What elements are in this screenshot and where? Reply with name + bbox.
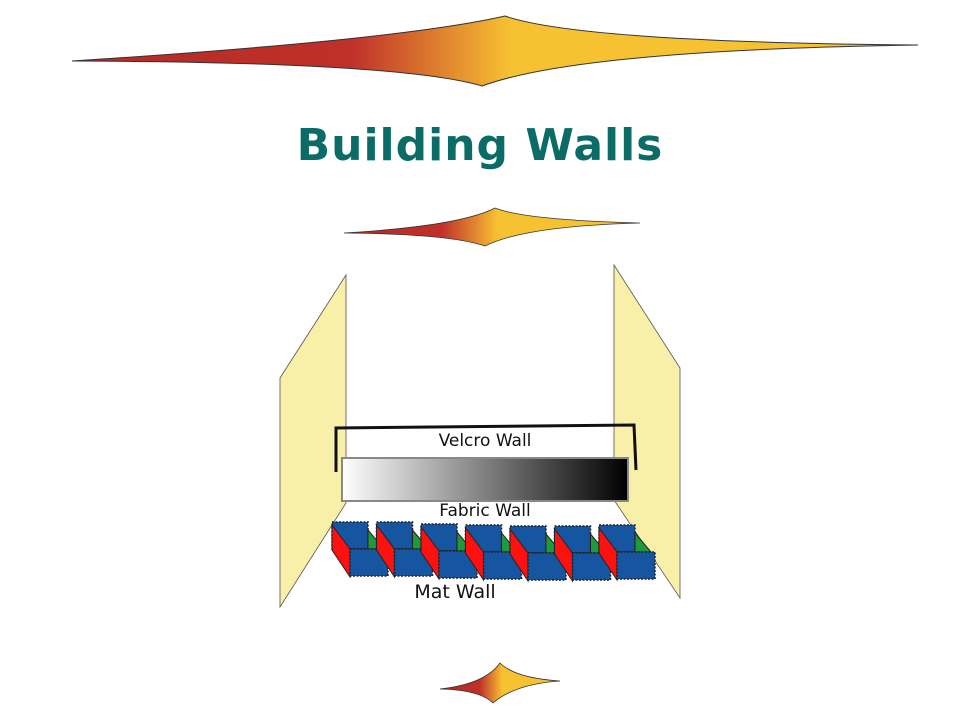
mat-wall-label: Mat Wall	[414, 581, 496, 603]
mat-block	[553, 525, 612, 583]
mat-wall	[331, 521, 656, 583]
right-side-panel	[613, 263, 681, 600]
mat-red-face	[376, 523, 395, 579]
mat-red-face	[420, 525, 440, 581]
mat-front-face	[349, 548, 389, 577]
mat-front-face	[438, 550, 478, 579]
velcro-wall-label: Velcro Wall	[438, 431, 532, 451]
page-title: Building Walls	[296, 120, 664, 171]
mat-block	[509, 525, 567, 583]
mat-front-face	[616, 551, 656, 580]
mat-red-face	[465, 526, 484, 582]
mat-red-face	[331, 523, 351, 579]
mat-red-face	[598, 526, 618, 582]
decorative-swoosh-middle	[343, 207, 641, 247]
fabric-wall-bar	[341, 457, 629, 502]
decorative-swoosh-bottom	[439, 662, 561, 704]
mat-front-face	[482, 551, 523, 580]
velcro-wall-bracket	[334, 423, 638, 472]
left-side-panel	[279, 273, 347, 609]
mat-block	[598, 524, 656, 582]
fabric-wall-label: Fabric Wall	[439, 501, 531, 521]
mat-red-face	[554, 527, 573, 583]
mat-red-face	[509, 527, 529, 583]
decorative-swoosh-top	[71, 15, 919, 87]
